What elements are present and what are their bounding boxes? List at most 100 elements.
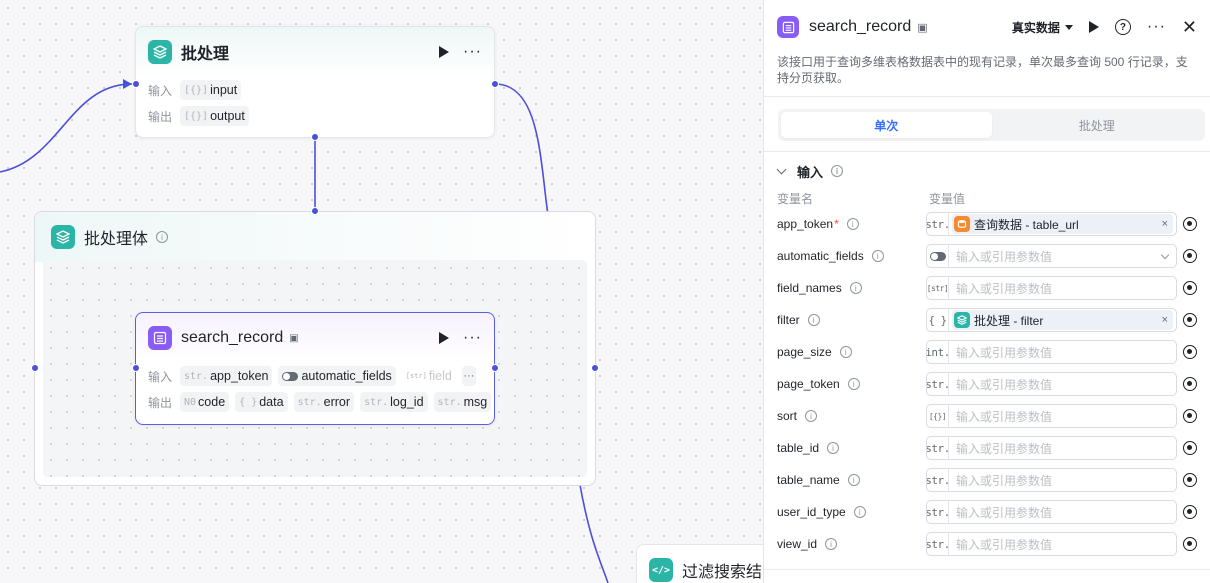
reference-chip[interactable]: 查询数据 - table_url × — [952, 214, 1173, 234]
data-mode-dropdown[interactable]: 真实数据 — [1012, 19, 1073, 36]
reference-picker-icon[interactable] — [1183, 281, 1197, 295]
run-icon[interactable] — [1088, 21, 1099, 33]
batch-node[interactable]: 批处理 ··· 输入 [{}]input 输出 [{}]output — [135, 26, 495, 138]
filter-node-title: 过滤搜索结 — [682, 564, 763, 581]
caret-down-icon — [1064, 24, 1073, 30]
param-input[interactable]: int. 输入或引用参数值 — [926, 340, 1177, 364]
param-input[interactable]: str. 查询数据 - table_url × — [926, 212, 1177, 236]
tab-batch[interactable]: 批处理 — [1078, 118, 1115, 133]
param-input[interactable]: [{}] 输入或引用参数值 — [926, 404, 1177, 428]
param-name: filter — [777, 313, 800, 327]
col-header-value: 变量值 — [929, 192, 966, 206]
type-badge: int. — [927, 341, 950, 363]
reference-picker-icon[interactable] — [1183, 217, 1197, 231]
var-name: automatic_fields — [301, 369, 392, 383]
var-name: output — [210, 109, 245, 123]
port[interactable] — [132, 80, 140, 88]
info-icon[interactable]: i — [846, 218, 859, 230]
info-icon[interactable]: i — [847, 378, 860, 390]
reference-picker-icon[interactable] — [1183, 409, 1197, 423]
search-record-node[interactable]: search_record ▣ ··· 输入 str.app_token aut… — [135, 312, 495, 425]
param-input[interactable]: { } 批处理 - filter × — [926, 308, 1177, 332]
port[interactable] — [31, 364, 39, 372]
info-icon[interactable]: i — [805, 410, 818, 422]
param-input[interactable]: str. 输入或引用参数值 — [926, 500, 1177, 524]
save-icon: ▣ — [917, 21, 928, 34]
port[interactable] — [132, 364, 140, 372]
port[interactable] — [311, 207, 319, 215]
run-node-icon[interactable] — [439, 46, 450, 58]
info-icon[interactable]: i — [827, 442, 840, 454]
info-icon[interactable]: i — [831, 165, 844, 177]
chevron-down-icon[interactable] — [776, 164, 787, 174]
reference-picker-icon[interactable] — [1183, 537, 1197, 551]
param-name: table_name — [777, 473, 840, 487]
database-icon — [954, 216, 970, 232]
info-icon[interactable]: i — [849, 282, 862, 294]
filter-node-header: </> 过滤搜索结 — [637, 545, 763, 583]
input-tag: str.app_token — [180, 366, 273, 386]
run-node-icon[interactable] — [439, 332, 450, 344]
more-options-icon[interactable]: ··· — [1146, 18, 1166, 35]
param-input[interactable]: str. 输入或引用参数值 — [926, 436, 1177, 460]
placeholder: 输入或引用参数值 — [956, 473, 1053, 488]
param-input[interactable]: str. 输入或引用参数值 — [926, 372, 1177, 396]
reference-picker-icon[interactable] — [1183, 249, 1197, 263]
info-icon[interactable]: i — [156, 231, 169, 243]
search-node-title: search_record — [181, 329, 284, 346]
placeholder: 输入或引用参数值 — [956, 249, 1053, 264]
port[interactable] — [491, 80, 499, 88]
reference-picker-icon[interactable] — [1183, 473, 1197, 487]
info-icon[interactable]: i — [825, 538, 838, 550]
type-badge: { } — [927, 309, 949, 331]
workflow-canvas[interactable]: 批处理 ··· 输入 [{}]input 输出 [{}]output 批处理体 … — [0, 0, 763, 583]
batch-node-header: 批处理 ··· — [136, 27, 494, 77]
param-input[interactable]: 输入或引用参数值 — [926, 244, 1177, 268]
node-config-panel: search_record ▣ 真实数据 ? ··· ✕ 该接口用于查询多维表格… — [763, 0, 1210, 583]
info-icon[interactable]: i — [847, 474, 860, 486]
param-input[interactable]: str. 输入或引用参数值 — [926, 468, 1177, 492]
more-options-icon[interactable]: ··· — [463, 329, 482, 346]
reference-picker-icon[interactable] — [1183, 345, 1197, 359]
input-label: 输入 — [148, 83, 173, 98]
tab-single[interactable]: 单次 — [781, 112, 992, 138]
chevron-down-icon[interactable] — [1160, 250, 1170, 259]
info-icon[interactable]: i — [807, 314, 820, 326]
type-badge: { } — [239, 396, 258, 408]
divider — [764, 569, 1210, 570]
reference-picker-icon[interactable] — [1183, 313, 1197, 327]
filter-results-node[interactable]: </> 过滤搜索结 — [636, 544, 763, 583]
more-inputs-button[interactable]: ··· — [461, 366, 476, 386]
var-name: field — [428, 369, 452, 383]
type-badge: str. — [184, 370, 209, 382]
mode-tabs: 单次 批处理 — [778, 109, 1205, 141]
panel-title: search_record — [809, 18, 912, 35]
reference-picker-icon[interactable] — [1183, 441, 1197, 455]
var-name: log_id — [390, 395, 424, 409]
more-options-icon[interactable]: ··· — [463, 43, 482, 60]
info-icon[interactable]: i — [871, 250, 884, 262]
table-list-icon — [148, 326, 172, 350]
toggle-icon — [929, 251, 946, 261]
port[interactable] — [311, 133, 319, 141]
input-tag: [str]field — [402, 366, 456, 386]
close-icon[interactable]: ✕ — [1181, 17, 1197, 37]
remove-reference-icon[interactable]: × — [1161, 314, 1168, 326]
input-section-header[interactable]: 输入 i — [764, 152, 1210, 190]
port[interactable] — [491, 364, 499, 372]
param-input[interactable]: str. 输入或引用参数值 — [926, 532, 1177, 556]
output-tag: str.msg — [433, 392, 492, 412]
reference-chip[interactable]: 批处理 - filter × — [952, 310, 1173, 330]
reference-picker-icon[interactable] — [1183, 377, 1197, 391]
remove-reference-icon[interactable]: × — [1161, 218, 1168, 230]
help-icon[interactable]: ? — [1114, 19, 1131, 35]
info-icon[interactable]: i — [839, 346, 852, 358]
panel-description: 该接口用于查询多维表格数据表中的现有记录，单次最多查询 500 行记录，支持分页… — [777, 55, 1188, 85]
reference-picker-icon[interactable] — [1183, 505, 1197, 519]
port[interactable] — [591, 364, 599, 372]
param-input[interactable]: [str] 输入或引用参数值 — [926, 276, 1177, 300]
placeholder: 输入或引用参数值 — [956, 441, 1053, 456]
info-icon[interactable]: i — [853, 506, 866, 518]
placeholder: 输入或引用参数值 — [956, 377, 1053, 392]
